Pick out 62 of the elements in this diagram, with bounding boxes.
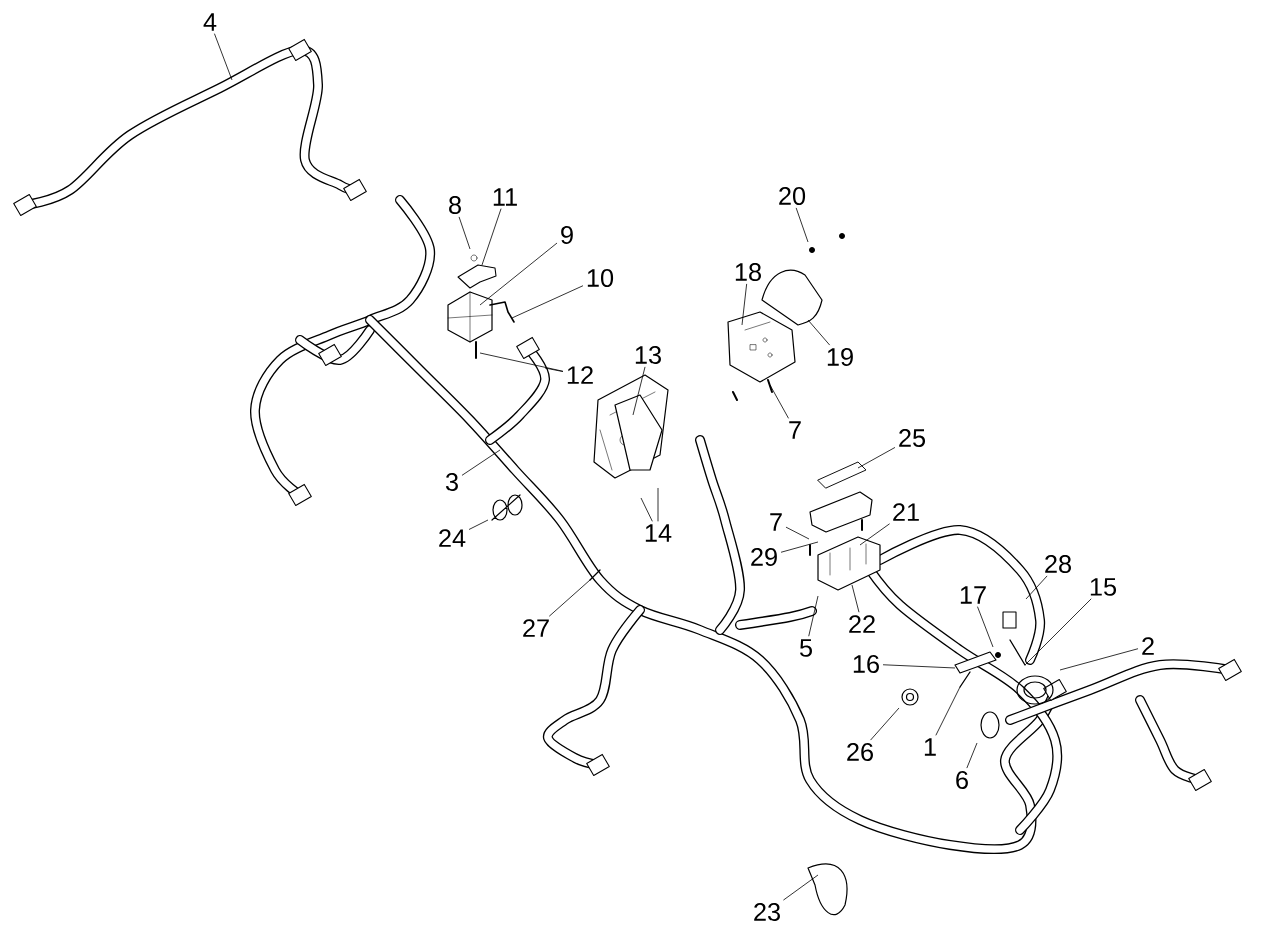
leader-line bbox=[882, 664, 956, 669]
callout-number: 15 bbox=[1090, 578, 1117, 596]
leader-line bbox=[479, 242, 558, 306]
callout-number: 16 bbox=[853, 655, 879, 673]
callout-number: 14 bbox=[645, 524, 672, 542]
callout-number: 7 bbox=[789, 421, 801, 439]
callout-number: 9 bbox=[561, 226, 573, 244]
leader-line bbox=[807, 319, 831, 346]
leader-line bbox=[783, 874, 819, 901]
leader-line bbox=[851, 584, 860, 613]
leader-line bbox=[780, 541, 819, 553]
leader-line bbox=[511, 285, 584, 319]
leader-line bbox=[859, 523, 890, 546]
leader-line bbox=[935, 686, 961, 736]
leader-line bbox=[481, 208, 502, 266]
leader-line bbox=[808, 595, 819, 637]
callout-number: 1 bbox=[924, 738, 936, 756]
leader-line bbox=[479, 352, 564, 372]
leader-line bbox=[640, 497, 653, 522]
leader-line bbox=[870, 707, 900, 741]
callout-number: 7 bbox=[770, 513, 782, 531]
callout-number: 3 bbox=[445, 473, 458, 491]
callout-number: 4 bbox=[203, 13, 217, 31]
leader-line bbox=[769, 384, 789, 419]
leader-line bbox=[544, 367, 564, 372]
leader-line bbox=[785, 526, 810, 540]
callout-number: 26 bbox=[847, 743, 873, 761]
leader-line bbox=[1059, 648, 1139, 671]
leader-line bbox=[741, 283, 748, 326]
leader-line bbox=[1024, 598, 1092, 666]
callout-number: 25 bbox=[899, 429, 926, 447]
callout-number: 20 bbox=[779, 187, 806, 205]
leader-line bbox=[548, 579, 591, 617]
callout-number: 21 bbox=[893, 503, 919, 521]
callout-number: 6 bbox=[956, 771, 968, 789]
leader-line bbox=[632, 366, 646, 416]
callout-number: 18 bbox=[735, 263, 761, 281]
leader-line bbox=[1025, 575, 1048, 600]
callout-number: 11 bbox=[493, 188, 517, 206]
callout-number: 28 bbox=[1045, 555, 1071, 573]
leader-line bbox=[461, 449, 501, 476]
callout-number: 12 bbox=[567, 366, 593, 384]
callout-number: 13 bbox=[635, 346, 661, 364]
callout-number: 29 bbox=[751, 548, 777, 566]
leader-line bbox=[458, 216, 471, 250]
callout-number: 22 bbox=[849, 615, 875, 633]
callout-number: 17 bbox=[960, 586, 986, 604]
leader-line bbox=[468, 519, 489, 530]
callout-number: 8 bbox=[449, 196, 461, 214]
callout-number: 5 bbox=[799, 639, 812, 657]
leader-line bbox=[857, 447, 896, 469]
leader-line bbox=[966, 742, 978, 769]
callout-number: 27 bbox=[523, 619, 549, 637]
leader-line bbox=[214, 33, 233, 81]
callout-number: 2 bbox=[1142, 637, 1154, 655]
leader-line bbox=[657, 487, 659, 522]
leader-line bbox=[977, 606, 994, 648]
callout-number: 24 bbox=[439, 529, 466, 547]
callout-number: 19 bbox=[827, 348, 853, 366]
callout-number: 10 bbox=[587, 269, 614, 287]
leader-line bbox=[795, 207, 809, 243]
callout-number: 23 bbox=[754, 903, 780, 921]
